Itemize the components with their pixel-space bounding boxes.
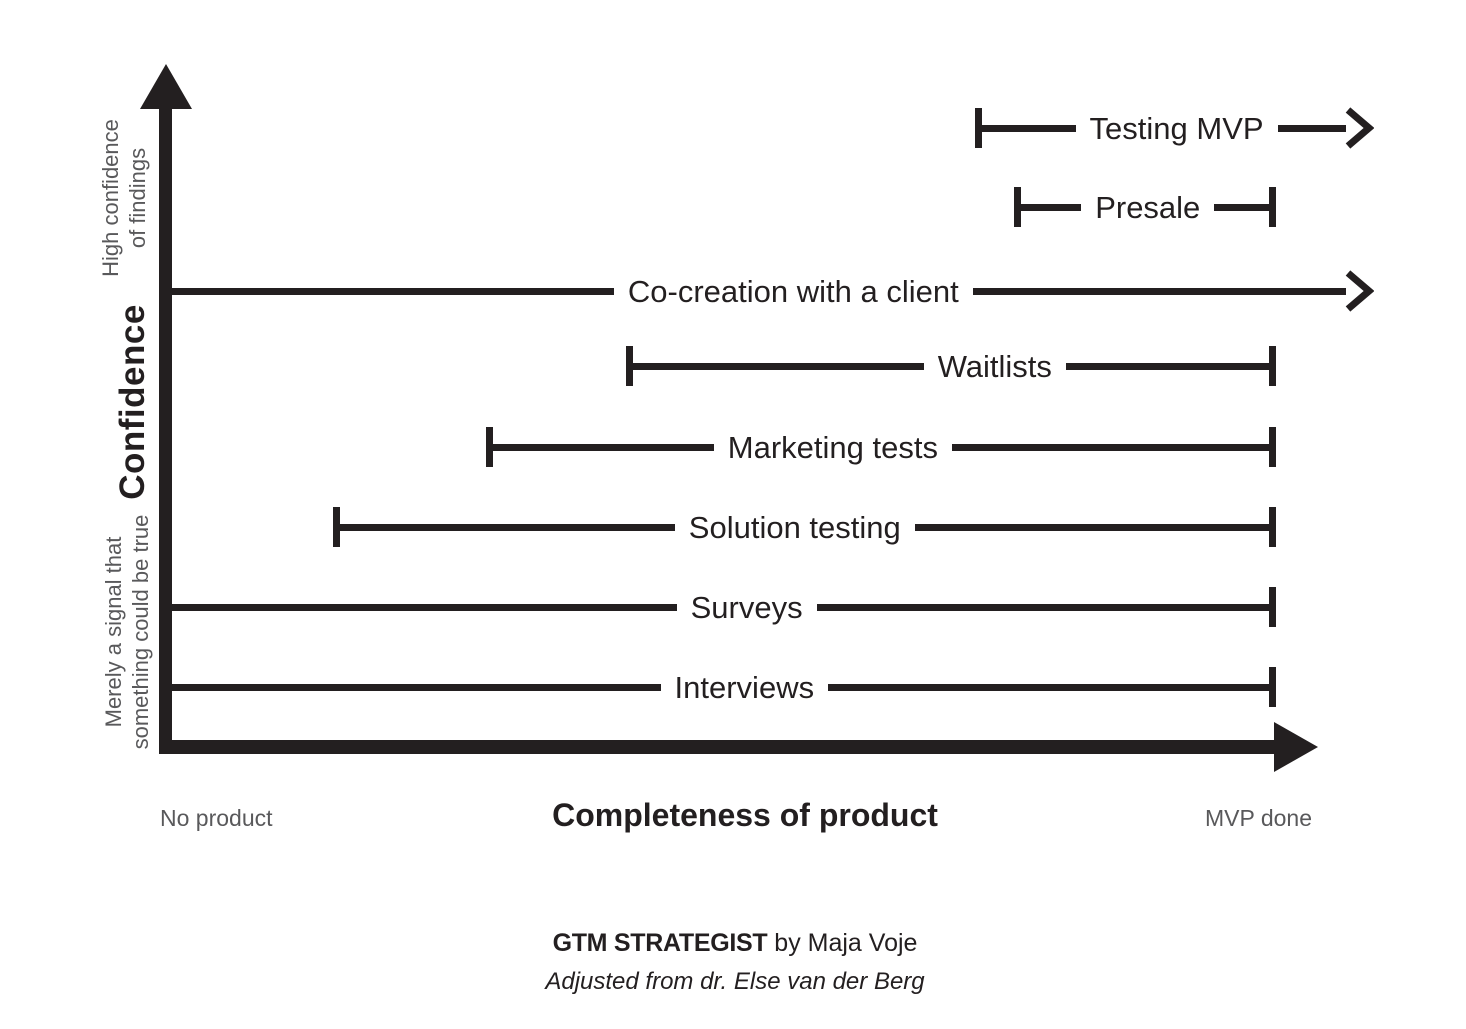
y-axis-low-label: Merely a signal that something could be … [100,515,154,750]
x-axis-arrow-icon [1274,722,1318,772]
range-line [633,362,924,370]
arrow-right-icon [1345,107,1374,149]
method-row-waitlists: Waitlists [626,343,1276,389]
y-axis-title: Confidence [113,304,152,500]
method-row-surveys: Surveys [166,584,1276,630]
range-end-cap [1269,587,1276,627]
x-axis-right-label: MVP done [1205,805,1312,831]
footer-attribution: Adjusted from dr. Else van der Berg [545,968,925,995]
brand-name: GTM STRATEGIST [552,929,768,957]
method-label: Marketing tests [727,429,938,465]
method-label: Surveys [690,589,803,625]
range-start-cap [975,108,982,148]
y-axis-high-label: High confidence of findings [97,119,151,277]
range-line [982,124,1076,132]
method-row-testing-mvp: Testing MVP [975,105,1374,151]
range-line [816,603,1269,611]
x-axis-line [159,740,1276,754]
brand-byline: by Maja Voje [767,929,918,957]
range-start-cap [333,507,340,547]
range-line [493,443,714,451]
range-line [166,603,677,611]
method-label: Waitlists [937,348,1052,384]
range-line [166,287,614,295]
method-label: Co-creation with a client [627,273,959,309]
y-axis-high-label-line2: of findings [125,147,150,249]
range-end-cap [1269,667,1276,707]
range-end-cap [1269,187,1276,227]
range-line [972,287,1346,295]
y-axis-arrow-icon [140,64,192,109]
footer-credit-line: GTM STRATEGIST by Maja Voje [285,929,1185,958]
method-row-marketing-tests: Marketing tests [486,424,1276,470]
range-line [166,683,661,691]
range-start-cap [1014,187,1021,227]
range-start-cap [486,427,493,467]
range-start-cap [626,346,633,386]
method-row-solution-testing: Solution testing [333,504,1276,550]
range-line [828,683,1269,691]
method-row-presale: Presale [1014,184,1276,230]
method-row-co-creation: Co-creation with a client [166,268,1374,314]
method-label: Solution testing [688,509,901,545]
method-row-interviews: Interviews [166,664,1276,710]
method-label: Presale [1095,189,1201,225]
y-axis-line [159,100,172,754]
y-axis-low-label-line2: something could be true [128,514,153,750]
x-axis-left-label: No product [160,805,273,831]
arrow-right-icon [1345,270,1374,312]
y-axis-low-label-line1: Merely a signal that [101,536,126,728]
range-line [340,523,675,531]
y-axis-high-label-line1: High confidence [98,119,123,277]
range-line [952,443,1269,451]
range-line [1021,203,1082,211]
method-label: Testing MVP [1089,110,1264,146]
range-line [1065,362,1269,370]
method-label: Interviews [674,669,815,705]
range-line [1214,203,1269,211]
range-end-cap [1269,427,1276,467]
range-line [1277,124,1346,132]
x-axis-title: Completeness of product [552,797,938,833]
range-end-cap [1269,507,1276,547]
range-line [914,523,1269,531]
range-end-cap [1269,346,1276,386]
